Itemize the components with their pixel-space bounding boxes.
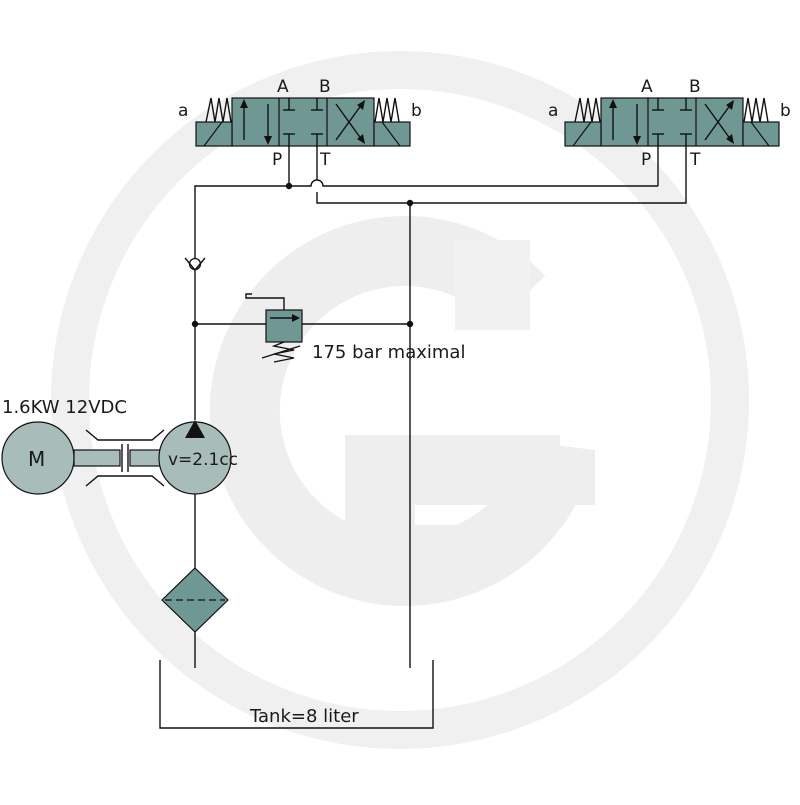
valve-left-port-t: T bbox=[319, 150, 331, 170]
spring-left-icon bbox=[574, 97, 601, 123]
valve-left-port-b: B bbox=[319, 77, 331, 97]
valve-left-port-a: A bbox=[277, 77, 289, 97]
relief-valve-label: 175 bar maximal bbox=[312, 342, 465, 363]
filter-icon bbox=[161, 567, 229, 633]
tank: Tank=8 liter bbox=[159, 660, 434, 729]
solenoid-b bbox=[742, 121, 780, 147]
valve-left-side-b: b bbox=[411, 101, 422, 121]
valve-right-side-b: b bbox=[780, 101, 791, 121]
junction-dot bbox=[191, 320, 199, 328]
shaft-coupling bbox=[73, 429, 165, 487]
valve-right-body bbox=[600, 97, 744, 147]
junction-dot bbox=[406, 199, 414, 207]
g-logo-watermark bbox=[51, 51, 749, 749]
directional-valve-right: A B P T a b bbox=[548, 77, 791, 170]
hydraulic-lines bbox=[191, 146, 687, 668]
motor-spec-label: 1.6KW 12VDC bbox=[2, 397, 127, 418]
solenoid-a bbox=[195, 121, 233, 147]
tank-label: Tank=8 liter bbox=[249, 706, 359, 727]
hydraulic-pump: v=2.1cc bbox=[158, 420, 238, 495]
valve-right-port-a: A bbox=[641, 77, 653, 97]
junction-dot bbox=[285, 182, 293, 190]
electric-motor: M 1.6KW 12VDC bbox=[1, 397, 127, 495]
spring-right-icon bbox=[374, 97, 400, 123]
check-valve-icon bbox=[184, 257, 206, 272]
pump-direction-icon bbox=[185, 420, 205, 438]
solenoid-a bbox=[564, 121, 602, 147]
pressure-relief-valve: 175 bar maximal bbox=[245, 293, 465, 363]
valve-left-body bbox=[231, 97, 375, 147]
spring-left-icon bbox=[205, 97, 232, 123]
valve-right-side-a: a bbox=[548, 101, 558, 121]
valve-right-port-t: T bbox=[689, 150, 701, 170]
relief-spring-icon bbox=[271, 341, 295, 363]
junction-dot bbox=[406, 320, 414, 328]
directional-valve-left: A B P T a b bbox=[178, 77, 422, 170]
spring-right-icon bbox=[743, 97, 769, 123]
valve-right-port-p: P bbox=[641, 150, 651, 170]
motor-symbol: M bbox=[28, 447, 45, 471]
valve-right-port-b: B bbox=[689, 77, 701, 97]
pump-displacement-label: v=2.1cc bbox=[168, 450, 238, 470]
valve-left-side-a: a bbox=[178, 101, 188, 121]
solenoid-b bbox=[373, 121, 411, 147]
valve-left-port-p: P bbox=[272, 150, 282, 170]
